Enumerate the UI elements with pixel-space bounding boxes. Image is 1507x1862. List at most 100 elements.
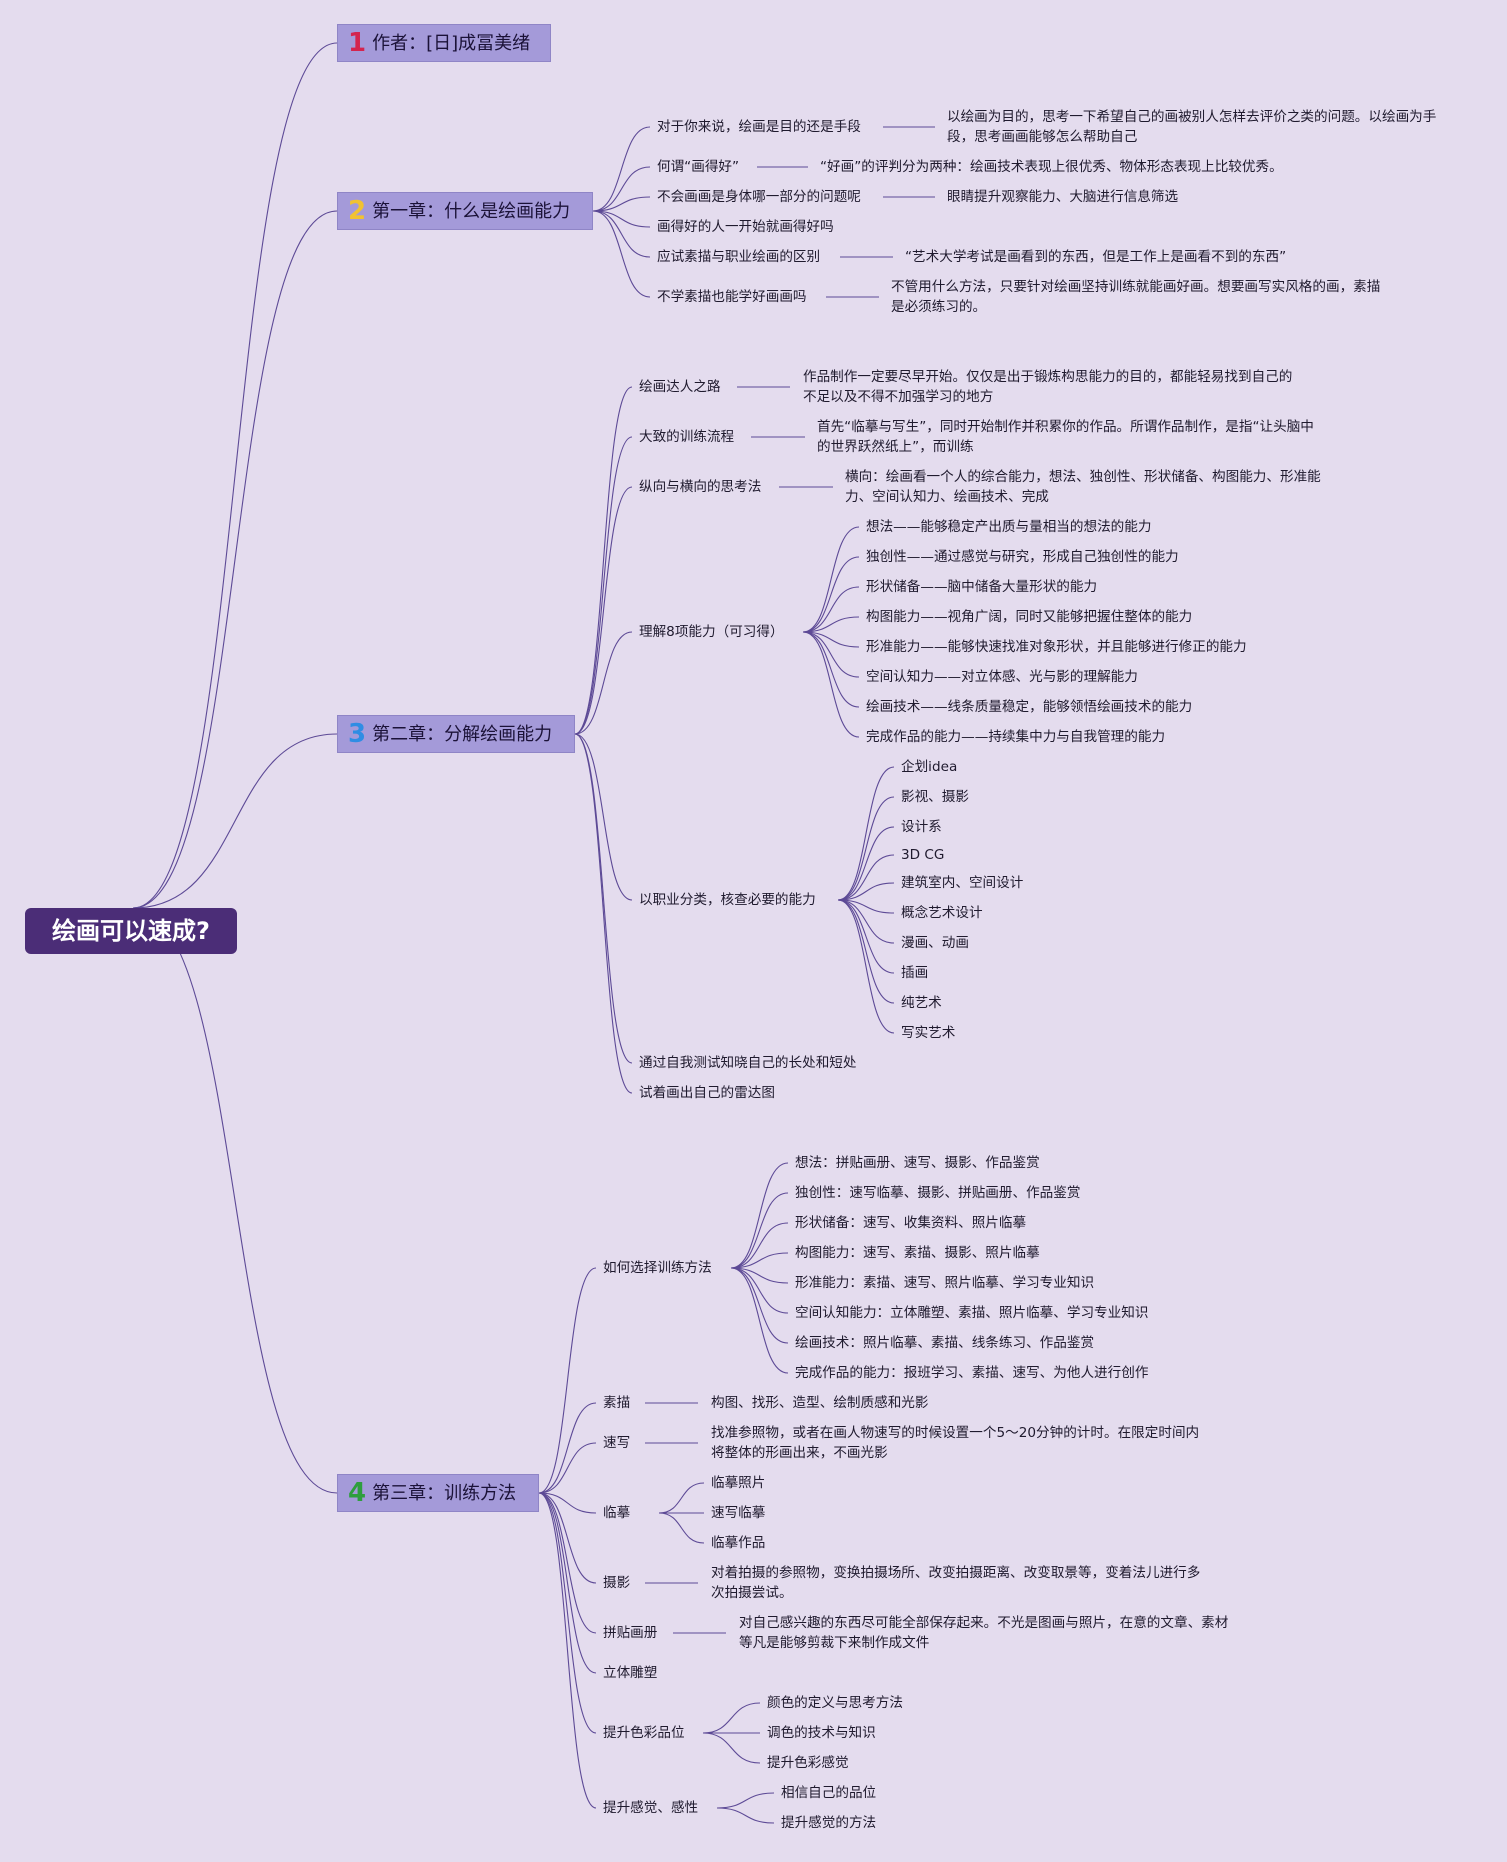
connector-line: [574, 733, 633, 901]
color-item[interactable]: 颜色的定义与思考方法: [767, 1695, 903, 1711]
connector-line: [802, 556, 860, 633]
copying-item[interactable]: 速写临摹: [711, 1505, 766, 1521]
ch2-topic[interactable]: 大致的训练流程: [639, 429, 735, 445]
ch2-topic[interactable]: 纵向与横向的思考法: [639, 479, 762, 495]
connector-line: [730, 1222, 789, 1269]
method-item[interactable]: 空间认知能力：立体雕塑、素描、照片临摹、学习专业知识: [795, 1305, 1149, 1321]
ch1-note: “艺术大学考试是画看到的东西，但是工作上是画看不到的东西”: [905, 249, 1287, 265]
ability-item[interactable]: 想法——能够稳定产出质与量相当的想法的能力: [866, 519, 1152, 535]
method-item[interactable]: 绘画技术：照片临摹、素描、线条练习、作品鉴赏: [795, 1335, 1095, 1351]
ch3-topic[interactable]: 速写: [603, 1435, 631, 1451]
career-item[interactable]: 建筑室内、空间设计: [901, 875, 1024, 891]
ch2-note: 横向：绘画看一个人的综合能力，想法、独创性、形状储备、构图能力、形准能力、空间认…: [845, 469, 1321, 505]
ch1-note: 不管用什么方法，只要针对绘画坚持训练就能画好画。想要画写实风格的画，素描是必须练…: [891, 279, 1381, 315]
method-item[interactable]: 完成作品的能力：报班学习、素描、速写、为他人进行创作: [795, 1365, 1149, 1381]
connector-line: [592, 210, 651, 298]
root-node[interactable]: 绘画可以速成?: [25, 908, 237, 954]
ch1-topic[interactable]: 何谓“画得好”: [657, 159, 740, 175]
ch3-note: 对自己感兴趣的东西尽可能全部保存起来。不光是图画与照片，在意的文章、素材等凡是能…: [739, 1615, 1229, 1651]
career-item[interactable]: 概念艺术设计: [901, 905, 983, 921]
method-item[interactable]: 构图能力：速写、素描、摄影、照片临摹: [795, 1245, 1040, 1261]
ability-item[interactable]: 形准能力——能够快速找准对象形状，并且能够进行修正的能力: [866, 639, 1247, 655]
connector-line: [702, 1702, 761, 1734]
ch2-topic[interactable]: 通过自我测试知晓自己的长处和短处: [639, 1055, 857, 1071]
connector-line: [538, 1402, 597, 1494]
connector-line: [802, 631, 860, 708]
branch-label: 作者：[日]成冨美绪: [372, 33, 531, 54]
career-item[interactable]: 设计系: [901, 819, 942, 835]
connector-line: [730, 1267, 789, 1344]
career-item[interactable]: 企划idea: [901, 759, 958, 775]
ch3-topic[interactable]: 提升感觉、感性: [603, 1800, 699, 1816]
ch1-topic[interactable]: 不学素描也能学好画画吗: [657, 289, 807, 305]
connector-line: [574, 631, 633, 735]
connector-line: [132, 907, 338, 1494]
career-item[interactable]: 纯艺术: [901, 995, 942, 1011]
career-item[interactable]: 插画: [901, 965, 929, 981]
connector-line: [837, 899, 895, 944]
ability-item[interactable]: 完成作品的能力——持续集中力与自我管理的能力: [866, 729, 1166, 745]
ability-item[interactable]: 形状储备——脑中储备大量形状的能力: [866, 579, 1098, 595]
ch3-topic[interactable]: 拼贴画册: [603, 1625, 658, 1641]
ability-item[interactable]: 构图能力——视角广阔，同时又能够把握住整体的能力: [866, 609, 1193, 625]
connector-line: [730, 1267, 789, 1314]
ch2-topic[interactable]: 理解8项能力（可习得）: [639, 624, 784, 640]
number-3-icon: 3: [348, 719, 367, 749]
connector-line: [837, 899, 895, 974]
ch3-topic[interactable]: 临摹: [603, 1505, 631, 1521]
color-item[interactable]: 提升色彩感觉: [767, 1755, 849, 1771]
copying-item[interactable]: 临摹作品: [711, 1535, 766, 1551]
ability-item[interactable]: 空间认知力——对立体感、光与影的理解能力: [866, 669, 1138, 685]
connector-line: [730, 1192, 789, 1269]
ch3-note: 对着拍摄的参照物，变换拍摄场所、改变拍摄距离、改变取景等，变着法儿进行多次拍摄尝…: [711, 1565, 1201, 1601]
connector-line: [802, 526, 860, 633]
connector-line: [730, 1252, 789, 1269]
connector-line: [538, 1492, 597, 1634]
number-2-icon: 2: [348, 196, 367, 226]
connector-line: [132, 733, 338, 909]
method-item[interactable]: 独创性：速写临摹、摄影、拼贴画册、作品鉴赏: [795, 1185, 1081, 1201]
career-item[interactable]: 影视、摄影: [901, 789, 969, 805]
connector-line: [837, 854, 895, 901]
ch2-topic[interactable]: 绘画达人之路: [639, 379, 721, 395]
ch3-topic[interactable]: 提升色彩品位: [603, 1725, 685, 1741]
ch3-topic[interactable]: 摄影: [603, 1575, 631, 1591]
connector-line: [538, 1492, 597, 1584]
ability-item[interactable]: 绘画技术——线条质量稳定，能够领悟绘画技术的能力: [866, 699, 1193, 715]
ch1-topic[interactable]: 画得好的人一开始就画得好吗: [657, 219, 834, 235]
career-item[interactable]: 3D CG: [901, 847, 945, 863]
ch1-note: “好画”的评判分为两种：绘画技术表现上很优秀、物体形态表现上比较优秀。: [820, 159, 1283, 175]
ch2-note: 首先“临摹与写生”，同时开始制作并积累你的作品。所谓作品制作，是指“让头脑中的世…: [817, 419, 1314, 455]
ch3-topic[interactable]: 如何选择训练方法: [603, 1260, 712, 1276]
ch2-topic[interactable]: 以职业分类，核查必要的能力: [639, 892, 816, 908]
ch1-topic[interactable]: 不会画画是身体哪一部分的问题呢: [657, 189, 861, 205]
connector-line: [538, 1267, 597, 1494]
ch1-topic[interactable]: 应试素描与职业绘画的区别: [657, 249, 821, 265]
ch3-topic[interactable]: 素描: [603, 1395, 631, 1411]
career-item[interactable]: 写实艺术: [901, 1025, 956, 1041]
sense-item[interactable]: 提升感觉的方法: [781, 1815, 877, 1831]
ch1-topic[interactable]: 对于你来说，绘画是目的还是手段: [657, 119, 861, 135]
branch-label: 第一章：什么是绘画能力: [372, 201, 571, 222]
ch3-topic[interactable]: 立体雕塑: [603, 1665, 658, 1681]
career-item[interactable]: 漫画、动画: [901, 935, 969, 951]
connector-line: [574, 733, 633, 1094]
ability-item[interactable]: 独创性——通过感觉与研究，形成自己独创性的能力: [866, 549, 1179, 565]
method-item[interactable]: 形准能力：素描、速写、照片临摹、学习专业知识: [795, 1275, 1095, 1291]
ch2-note: 作品制作一定要尽早开始。仅仅是出于锻炼构思能力的目的，都能轻易找到自己的不足以及…: [803, 369, 1293, 405]
ch3-note: 找准参照物，或者在画人物速写的时候设置一个5～20分钟的计时。在限定时间内将整体…: [711, 1425, 1200, 1461]
ch2-topic[interactable]: 试着画出自己的雷达图: [639, 1085, 775, 1101]
method-item[interactable]: 形状储备：速写、收集资料、照片临摹: [795, 1215, 1027, 1231]
ch1-note: 眼睛提升观察能力、大脑进行信息筛选: [947, 189, 1179, 205]
sense-item[interactable]: 相信自己的品位: [781, 1785, 877, 1801]
color-item[interactable]: 调色的技术与知识: [767, 1725, 876, 1741]
copying-item[interactable]: 临摹照片: [711, 1475, 766, 1491]
method-item[interactable]: 想法：拼贴画册、速写、摄影、作品鉴赏: [795, 1155, 1040, 1171]
connector-line: [574, 733, 633, 1064]
connector-line: [730, 1162, 789, 1269]
